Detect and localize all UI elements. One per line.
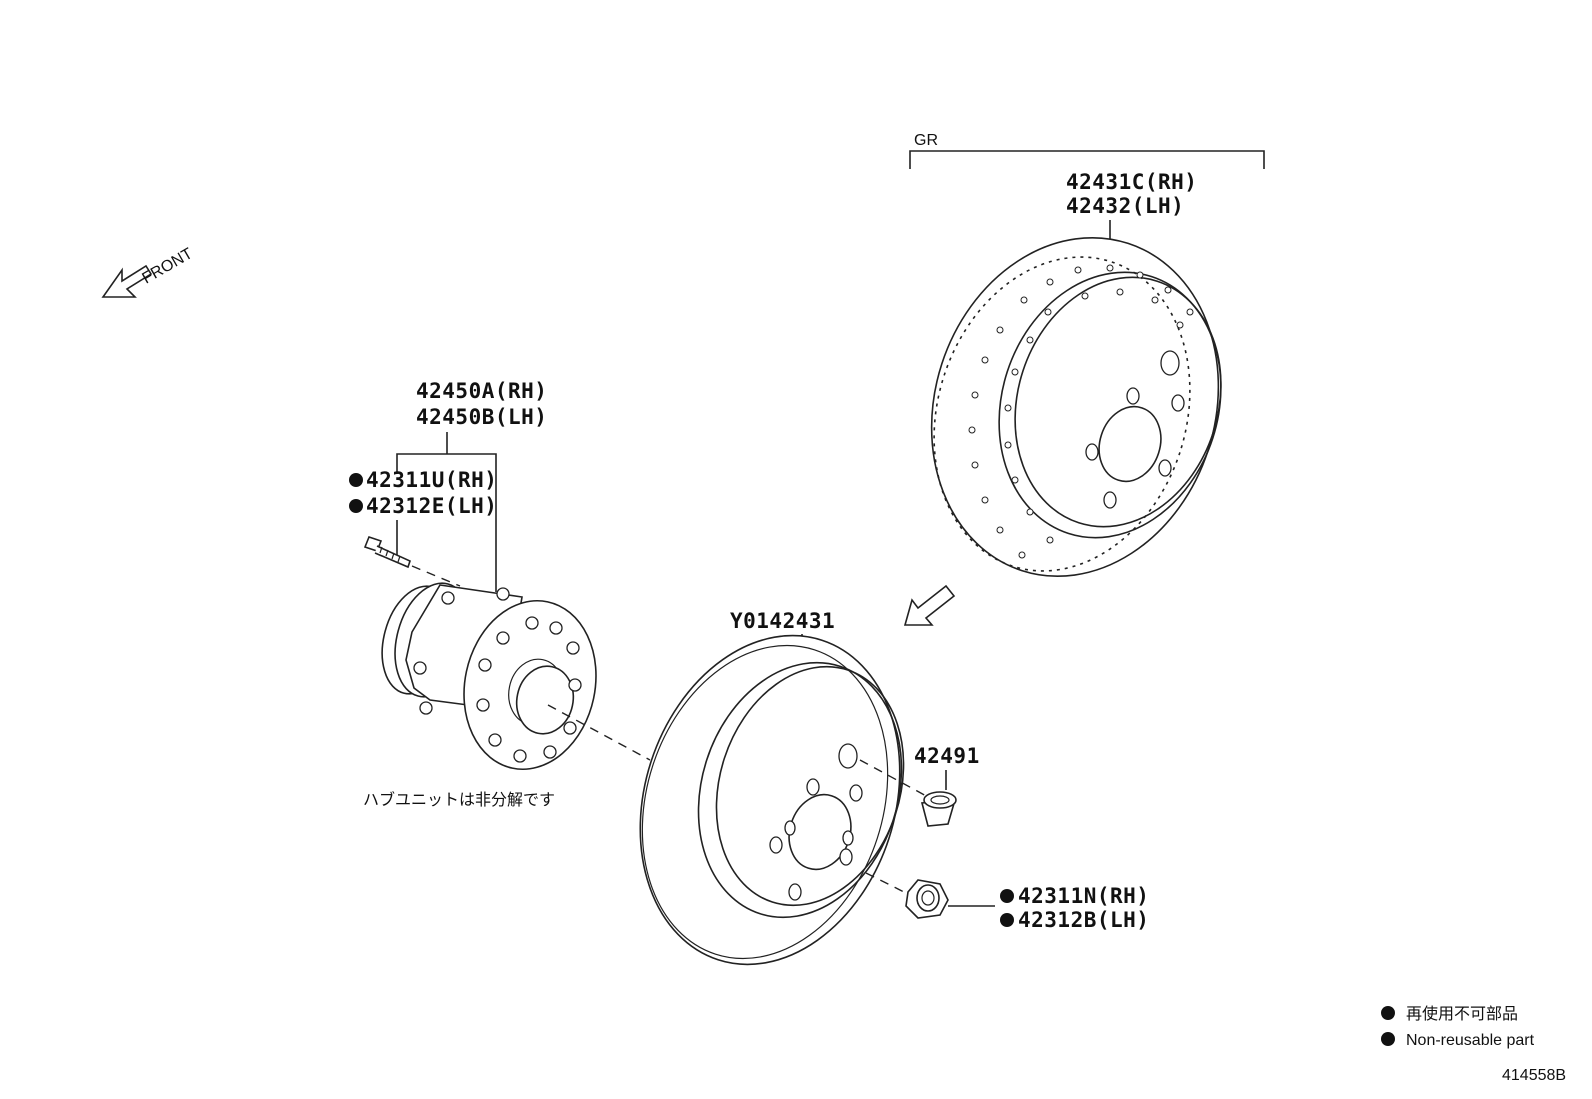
hub-axis: [547, 704, 651, 761]
hub-note: ハブユニットは非分解です: [363, 790, 555, 809]
gr-label: GR: [914, 132, 938, 149]
hub-bolt-axis: [411, 565, 461, 587]
drilled-brake-rotor: [930, 236, 1222, 578]
hub-lh-label: 42450B(LH): [416, 405, 547, 429]
cross-drill-holes: [968, 264, 1194, 559]
hub-rh-label: 42450A(RH): [416, 379, 547, 403]
hub-nut-icon: [905, 879, 949, 919]
legend-non-reusable-icon-en: [1381, 1032, 1395, 1046]
legend-non-reusable-icon: [1381, 1006, 1395, 1020]
brake-rotor: [639, 634, 905, 966]
nut-lh-non-reusable-icon: [1000, 913, 1014, 927]
nut-rh-non-reusable-icon: [1000, 889, 1014, 903]
plug-icon: [920, 791, 957, 827]
hub-leader: [396, 432, 497, 592]
nut-lh-label: 42312B(LH): [1018, 908, 1149, 932]
rotor-gr-lh-label: 42432(LH): [1066, 194, 1184, 218]
plug-label: 42491: [914, 744, 980, 768]
rotor-gr-rh-label: 42431C(RH): [1066, 170, 1197, 194]
hub-bolt-rh-non-reusable-icon: [349, 473, 363, 487]
nut-rh-label: 42311N(RH): [1018, 884, 1149, 908]
front-arrow-icon: [101, 264, 153, 298]
replace-arrow-icon: [903, 584, 956, 626]
hub-bolt-lh-non-reusable-icon: [349, 499, 363, 513]
legend-en: Non-reusable part: [1406, 1032, 1535, 1049]
hub-unit: [381, 582, 597, 771]
hub-bolt-rh-label: 42311U(RH): [366, 468, 497, 492]
hub-bolt-icon: [363, 536, 411, 569]
gr-bracket: [909, 150, 1265, 169]
hub-bolt-lh-label: 42312E(LH): [366, 494, 497, 518]
plug-axis: [859, 759, 931, 799]
front-label: FRONT: [140, 245, 196, 287]
rotor-std-label: Y0142431: [730, 609, 835, 633]
diagram-id: 414558B: [1502, 1067, 1566, 1084]
legend-jp: 再使用不可部品: [1406, 1004, 1518, 1023]
